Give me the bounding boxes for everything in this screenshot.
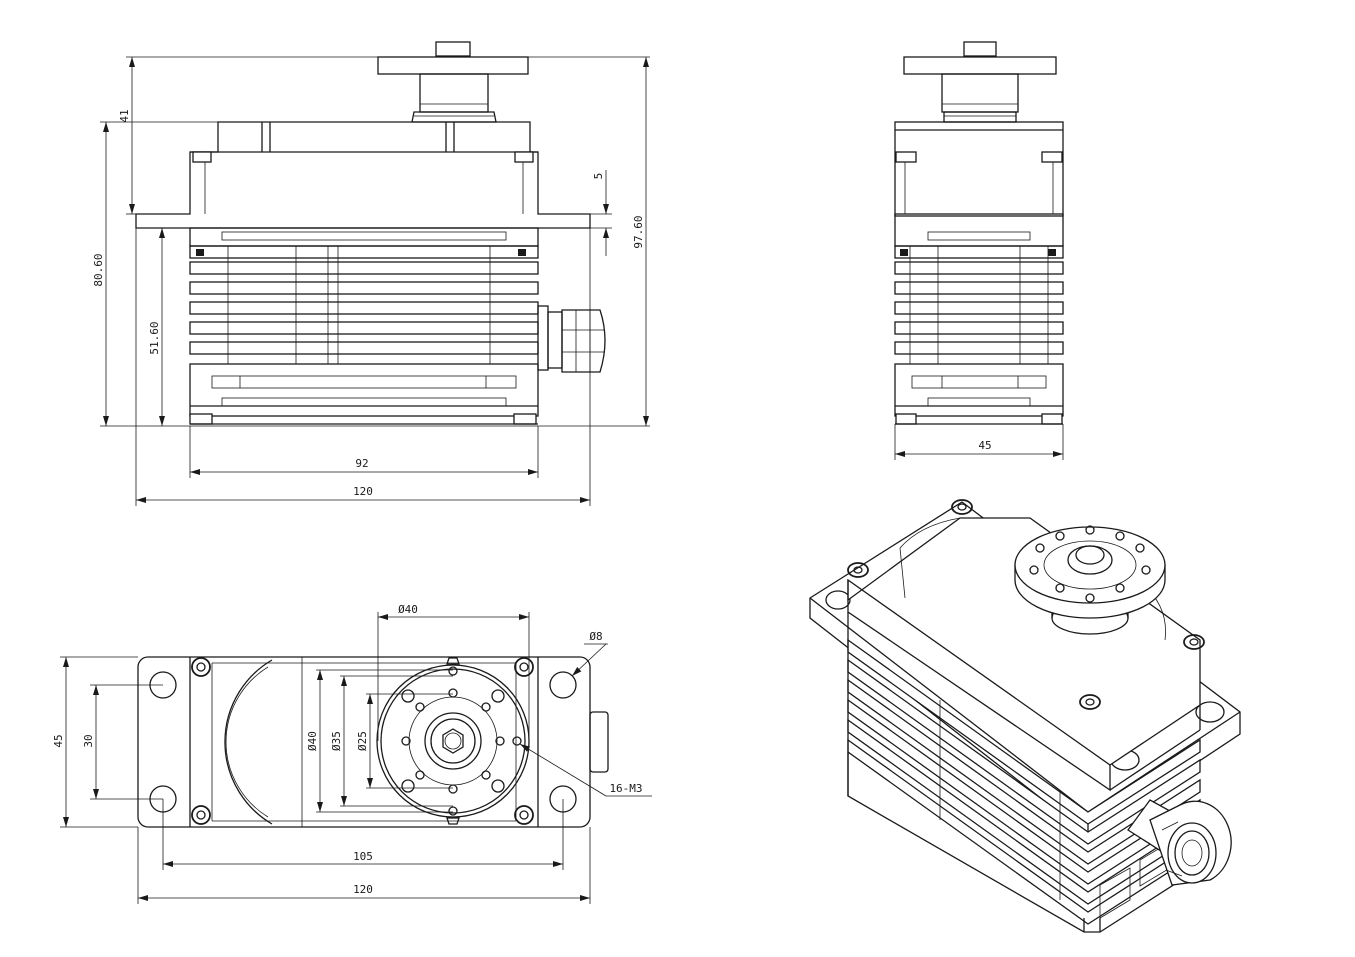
- cable-gland: [537, 305, 606, 373]
- dim-side-width: 45: [978, 439, 991, 452]
- screw-heads: [191, 657, 534, 825]
- dim-hole-spacing-105: 105: [353, 850, 373, 863]
- dim-body-height: 80.60: [92, 253, 105, 286]
- side-cooling-fins: [894, 245, 1064, 364]
- hex-socket: [442, 728, 464, 754]
- dim-lower-height: 51.60: [148, 321, 161, 354]
- dim-hole-spacing-30: 30: [82, 734, 95, 747]
- top-housing: [135, 121, 591, 229]
- isometric-view: [809, 499, 1241, 933]
- dim-pcd-35: Ø35: [330, 731, 343, 751]
- dim-thread-callout: 16-M3: [609, 782, 642, 795]
- dim-horn-height: 41: [118, 109, 131, 122]
- dim-total-width: 120: [353, 485, 373, 498]
- horn-top-cap: [435, 41, 471, 57]
- horn-disc: [377, 56, 529, 75]
- top-cable-stub: [589, 711, 609, 773]
- dim-horn-diameter: Ø40: [398, 603, 418, 616]
- dim-hole-diameter: Ø8: [589, 630, 602, 643]
- dim-total-height: 97.60: [632, 215, 645, 248]
- dim-flange-thickness: 5: [592, 173, 605, 180]
- side-top-housing: [894, 121, 1064, 217]
- horn-top-view: [376, 657, 530, 825]
- horn-hub: [419, 73, 489, 113]
- iso-horn: [1014, 525, 1166, 635]
- horn-spline: [411, 111, 497, 123]
- iso-cable-gland: [1127, 799, 1232, 886]
- side-view: 45: [894, 41, 1064, 460]
- dim-inner-width: 92: [355, 457, 368, 470]
- cooling-fins: [189, 245, 539, 364]
- lower-housing: [189, 363, 539, 417]
- top-view: Ø40 Ø8 16-M3 Ø40 Ø35 Ø25 45 30 105 120: [52, 603, 652, 904]
- dim-depth-45: 45: [52, 734, 65, 747]
- front-view: 97.60 80.60 41 5 51.60 92 120: [92, 41, 650, 506]
- dim-pcd-40: Ø40: [306, 731, 319, 751]
- mount-hole-tr: [549, 671, 577, 699]
- dim-pcd-25: Ø25: [356, 731, 369, 751]
- dim-top-total-width: 120: [353, 883, 373, 896]
